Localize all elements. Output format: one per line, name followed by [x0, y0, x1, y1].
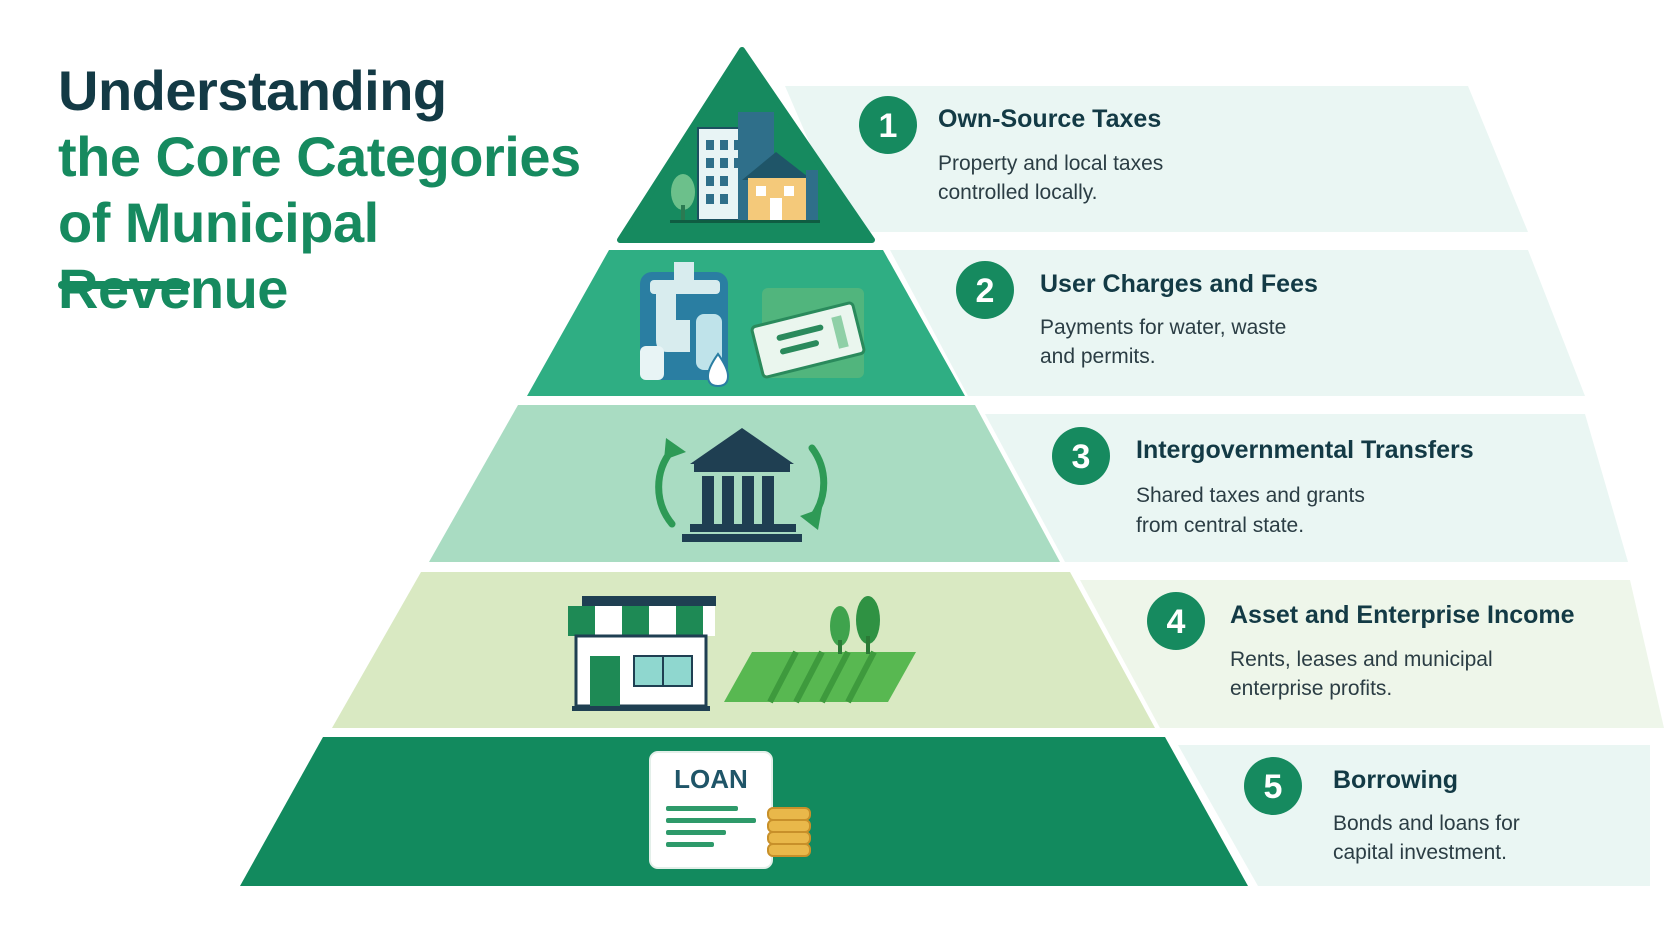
tier-1-number-badge [859, 96, 917, 154]
tier-3-desc-line-2: from central state. [1136, 514, 1304, 537]
tier-2-desc-line-2: and permits. [1040, 345, 1156, 368]
tier-4-number-badge [1147, 592, 1205, 650]
tier-5-number-badge [1244, 757, 1302, 815]
tier-4-desc-line-1: Rents, leases and municipal [1230, 648, 1493, 671]
storefront-and-land-icon [568, 596, 916, 711]
pyramid-tier-2 [527, 250, 965, 396]
tier-5-heading: Borrowing [1333, 766, 1458, 794]
tier-5-number: 5 [1264, 768, 1283, 806]
loan-label: LOAN [674, 764, 748, 794]
tier-4-card: 4 Asset and Enterprise Income Rents, lea… [1080, 580, 1664, 728]
tier-2-card: 2 User Charges and Fees Payments for wat… [890, 250, 1585, 396]
title-line-1: Understanding [58, 59, 447, 122]
tier-2-heading: User Charges and Fees [1040, 270, 1318, 298]
tier-2-desc-line-1: Payments for water, waste [1040, 316, 1286, 339]
city-buildings-icon [670, 112, 820, 223]
tier-3-desc-line-1: Shared taxes and grants [1136, 484, 1365, 507]
tier-1-number: 1 [879, 107, 898, 145]
tier-2-number-badge [956, 261, 1014, 319]
government-building-cycle-icon [655, 428, 828, 542]
loan-document-coins-icon: LOAN [649, 751, 811, 869]
tier-5-desc-line-1: Bonds and loans for [1333, 812, 1520, 835]
tier-5-card: 5 Borrowing Bonds and loans for capital … [1178, 745, 1650, 886]
tier-1-heading: Own-Source Taxes [938, 105, 1161, 133]
tier-3-number: 3 [1072, 438, 1091, 476]
tier-2-number: 2 [976, 272, 995, 310]
tier-5-desc-line-2: capital investment. [1333, 841, 1507, 864]
title-line-2: the Core Categories [58, 125, 581, 188]
tier-4-desc-line-2: enterprise profits. [1230, 677, 1392, 700]
tier-1-card: 1 Own-Source Taxes Property and local ta… [785, 86, 1528, 232]
tier-1-desc-line-2: controlled locally. [938, 181, 1098, 204]
pyramid-tier-4 [332, 572, 1155, 728]
page-title: Understanding the Core Categories of Mun… [58, 58, 618, 322]
tier-4-heading: Asset and Enterprise Income [1230, 601, 1575, 629]
tier-1-desc-line-1: Property and local taxes [938, 152, 1163, 175]
tier-3-number-badge [1052, 427, 1110, 485]
tier-3-heading: Intergovernmental Transfers [1136, 436, 1474, 464]
tier-3-card: 3 Intergovernmental Transfers Shared tax… [985, 414, 1628, 562]
water-tap-and-ticket-icon [640, 262, 866, 388]
title-underline [58, 281, 190, 289]
title-line-3: of Municipal Revenue [58, 191, 379, 320]
tier-4-number: 4 [1167, 603, 1186, 641]
